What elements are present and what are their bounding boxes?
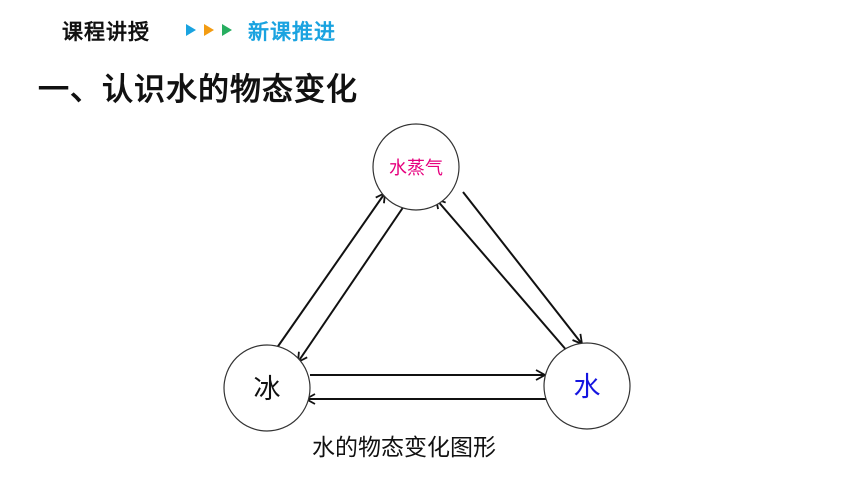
- node-ice: [223, 344, 311, 432]
- node-water-label: 水: [574, 372, 601, 403]
- header-arrows-icon: [186, 24, 232, 36]
- arrow-vapor-to-water: [462, 191, 584, 346]
- arrow-vapor-to-ice: [296, 205, 405, 364]
- node-ice-label: 冰: [254, 374, 281, 405]
- header-sub: 新课推进: [248, 20, 336, 44]
- section-title: 一、认识水的物态变化: [38, 72, 358, 108]
- node-water: [543, 342, 631, 430]
- node-vapor-label: 水蒸气: [389, 158, 443, 179]
- header-label: 课程讲授: [62, 20, 150, 44]
- arrow-triangle-blue: [186, 24, 196, 36]
- arrow-water-to-vapor: [434, 197, 569, 353]
- diagram-caption: 水的物态变化图形: [312, 435, 496, 461]
- node-vapor: [372, 123, 460, 211]
- arrow-triangle-green: [222, 24, 232, 36]
- arrow-ice-to-vapor: [273, 191, 387, 353]
- arrow-triangle-orange: [204, 24, 214, 36]
